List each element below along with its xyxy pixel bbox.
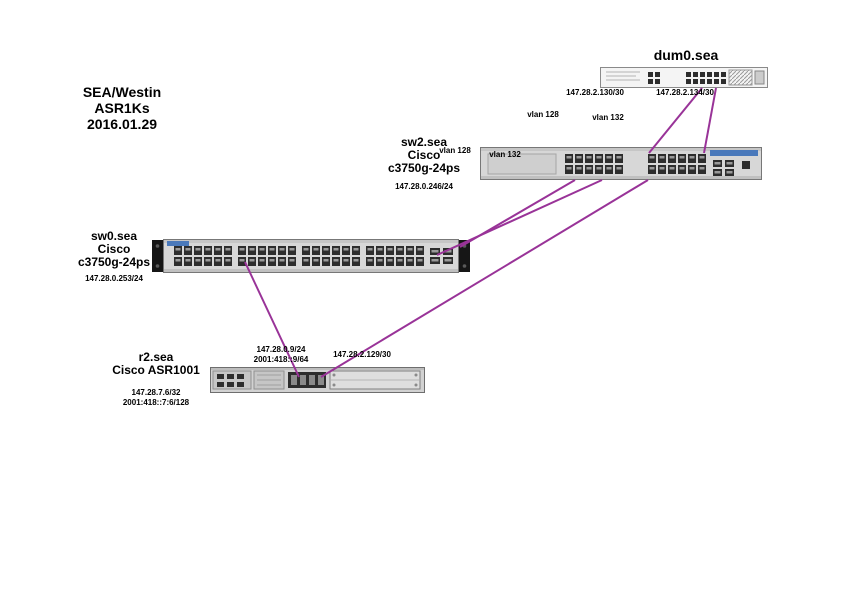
link-sw2-sw0-a — [459, 179, 576, 248]
title-line-1: SEA/Westin — [82, 84, 162, 100]
r2-model: Cisco ASR1001 — [112, 363, 200, 377]
sw2-label-block: sw2.sea Cisco c3750g-24ps — [384, 136, 464, 175]
sw2-model: c3750g-24ps — [387, 161, 461, 175]
sw0-vendor: Cisco — [97, 242, 131, 256]
r2-device-icon — [210, 367, 425, 393]
r2-wan-ipv4-label: 147.28.2.129/30 — [333, 350, 391, 359]
title-line-3: 2016.01.29 — [86, 116, 158, 132]
sw0-label-block: sw0.sea Cisco c3750g-24ps — [72, 230, 156, 269]
sw2-ip: 147.28.0.246/24 — [395, 182, 453, 191]
trunk-vlan128-label: vlan 128 — [527, 110, 559, 119]
dum0-device-icon — [600, 67, 768, 88]
dum0-ip-right: 147.28.2.134/30 — [656, 88, 714, 97]
dum0-name: dum0.sea — [653, 47, 719, 63]
dum0-fan-grille — [728, 69, 753, 86]
sw2-vlan128-label: vlan 128 — [439, 146, 471, 155]
sw0-model: c3750g-24ps — [77, 255, 151, 269]
sw2-name: sw2.sea — [400, 135, 448, 149]
dum0-ip-left: 147.28.2.130/30 — [566, 88, 624, 97]
sw0-device-icon — [152, 238, 470, 274]
sw2-catalyst-badge — [710, 150, 758, 156]
sw0-ip: 147.28.0.253/24 — [85, 274, 143, 283]
r2-lan-ipv6-label: 2001:418::9/64 — [253, 355, 309, 364]
sw0-chassis — [163, 239, 459, 273]
trunk-vlan132-label: vlan 132 — [592, 113, 624, 122]
link-sw2-r2 — [320, 179, 649, 378]
diagram-title: SEA/Westin ASR1Ks 2016.01.29 — [57, 84, 187, 132]
r2-label-block: r2.sea Cisco ASR1001 — [96, 351, 216, 377]
r2-lan-ipv4-label: 147.28.0.9/24 — [256, 345, 306, 354]
sw2-vendor: Cisco — [407, 148, 441, 162]
sw0-catalyst-badge — [167, 241, 189, 246]
sw2-vlan132-label: vlan 132 — [489, 150, 521, 159]
sw0-rack-ear-left — [152, 240, 163, 272]
sw2-device-icon — [480, 147, 762, 180]
r2-name: r2.sea — [138, 350, 174, 364]
r2-ip-v4: 147.28.7.6/32 — [131, 388, 181, 397]
title-line-2: ASR1Ks — [94, 100, 150, 116]
sw0-name: sw0.sea — [90, 229, 138, 243]
r2-ip-v6: 2001:418::7:6/128 — [122, 398, 190, 407]
